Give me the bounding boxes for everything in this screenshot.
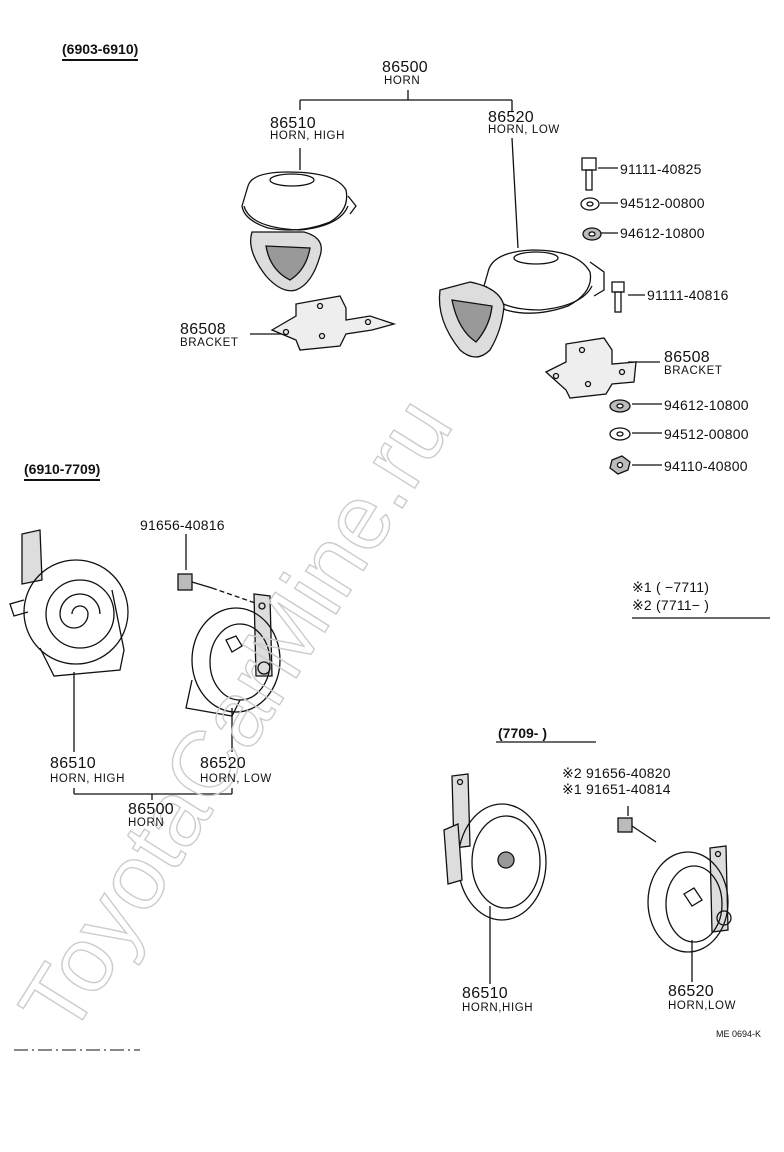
reference-code: ME 0694-K (716, 1029, 762, 1039)
horn-high-number: 86510 (270, 115, 316, 132)
horn-high-snail-illustration (9, 529, 129, 677)
section2-horn-high-name: HORN, HIGH (50, 773, 125, 785)
hardware-right-illustration (544, 157, 637, 475)
part-washer-94512-00800: 94512-00800 (620, 195, 705, 211)
horn-low-name: HORN, LOW (488, 124, 560, 136)
bracket-right-name: BRACKET (664, 365, 723, 377)
bracket-left-number: 86508 (180, 321, 226, 338)
part-washer-94612-10800: 94612-10800 (620, 225, 705, 241)
section2-horn-low-name: HORN, LOW (200, 773, 272, 785)
section3-horn-high-number: 86510 (462, 985, 508, 1002)
horn-low-snail-illustration (177, 573, 281, 717)
bracket-left-name: BRACKET (180, 337, 239, 349)
part-washer-94512-00800-b: 94512-00800 (664, 426, 749, 442)
section2-range: (6910-7709) (24, 462, 101, 481)
section3-bolt-2: ※1 91651-40814 (562, 781, 671, 797)
section3-horn-low-name: HORN,LOW (668, 1000, 737, 1012)
bracket-right-number: 86508 (664, 349, 710, 366)
horn-low-number: 86520 (488, 109, 534, 126)
part-washer-94612-10800-b: 94612-10800 (664, 397, 749, 413)
horn-low-trumpet-illustration (438, 249, 605, 358)
section2-horn-high-number: 86510 (50, 755, 96, 772)
section1-leaders (250, 90, 662, 466)
horn-high-trumpet-illustration (241, 171, 357, 292)
section3-leaders (489, 741, 693, 984)
bracket-left-illustration (270, 295, 397, 351)
assembly-name: HORN (384, 75, 421, 87)
section3-horn-low-number: 86520 (668, 983, 714, 1000)
legend-line-2: ※2 (7711− ) (632, 597, 710, 613)
section2-assembly-number: 86500 (128, 801, 174, 818)
horn-low-disc-illustration (617, 817, 732, 953)
section1-range: (6903-6910) (62, 42, 139, 61)
section3-range: (7709- ) (498, 725, 548, 741)
assembly-number: 86500 (382, 59, 428, 76)
legend-line-1: ※1 ( −7711) (632, 579, 710, 595)
part-bolt-91111-40816: 91111-40816 (647, 287, 729, 303)
section3-horn-high-name: HORN,HIGH (462, 1002, 534, 1014)
horn-high-name: HORN, HIGH (270, 130, 345, 142)
part-nut-94110-40800: 94110-40800 (664, 458, 748, 474)
section3-bolt-1: ※2 91656-40820 (562, 765, 671, 781)
section2-horn-low-number: 86520 (200, 755, 246, 772)
section2-assembly-name: HORN (128, 817, 165, 829)
horn-high-disc-illustration (443, 773, 547, 921)
section2-leaders (73, 534, 259, 800)
part-bolt-91111-40825: 91111-40825 (620, 161, 702, 177)
section2-bolt-number: 91656-40816 (140, 517, 225, 533)
